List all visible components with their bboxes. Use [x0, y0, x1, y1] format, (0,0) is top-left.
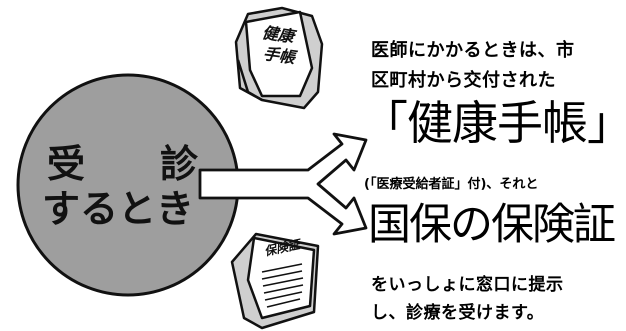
instruction-line-2: 区町村から交付された — [371, 70, 556, 91]
instruction-line-3: (「医療受給者証」付)、それと — [364, 177, 539, 192]
handbook-label-line2: 手帳 — [261, 43, 297, 68]
health-handbook-icon — [234, 6, 324, 110]
insurance-card-icon — [230, 232, 320, 330]
circle-label-surutoki: するとき — [42, 187, 195, 231]
instruction-line-5: し、診療を受けます。 — [371, 303, 545, 323]
circle-label-shin: 診 — [160, 142, 199, 186]
health-handbook-heading: 「健康手帳」 — [362, 96, 626, 150]
instruction-line-1: 医師にかかるときは、市 — [371, 40, 575, 61]
insurance-card-heading: 国保の保険証 — [368, 200, 616, 250]
circle-label-ju: 受 — [47, 142, 86, 186]
instruction-line-4: をいっしょに窓口に提示 — [371, 275, 564, 295]
forked-arrow — [198, 132, 368, 236]
handbook-label-line1: 健康 — [260, 22, 296, 47]
